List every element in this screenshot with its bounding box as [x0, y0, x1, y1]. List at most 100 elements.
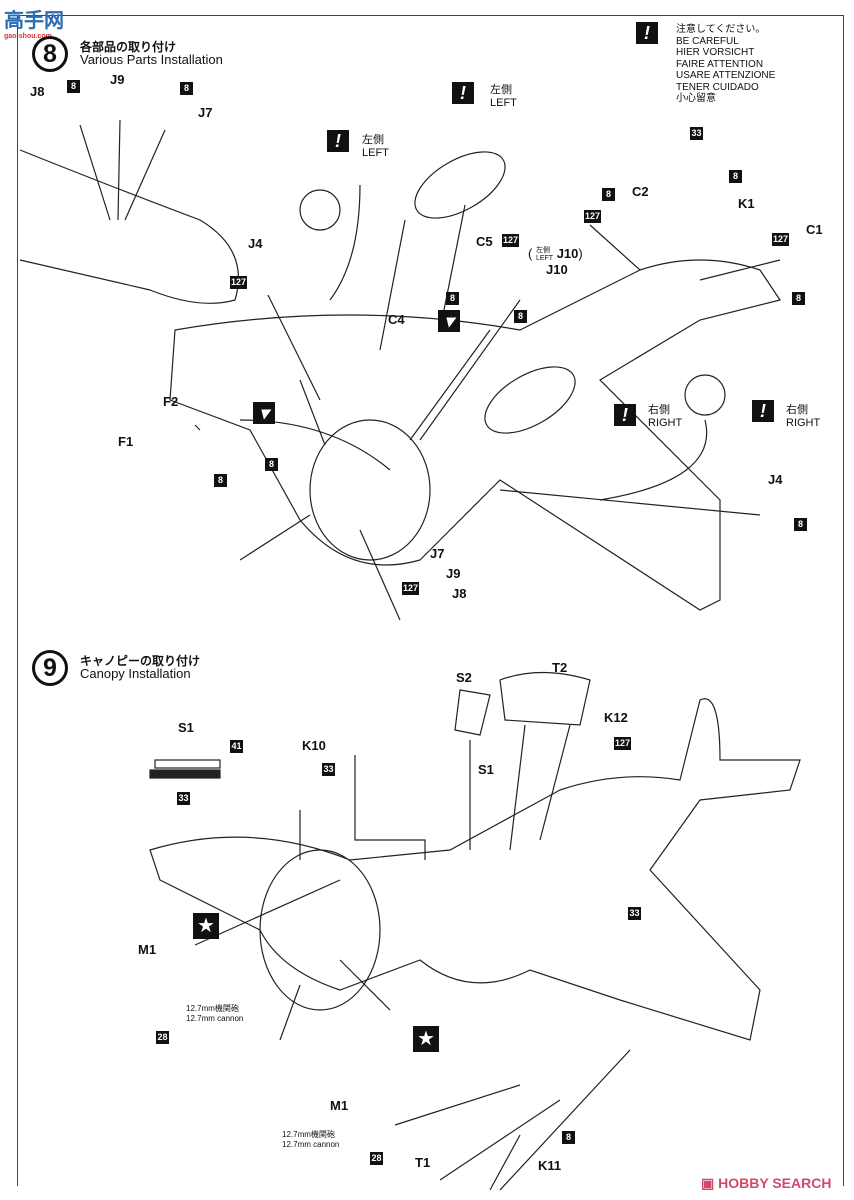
part-label: K1: [738, 196, 755, 211]
side-jp: 左側: [362, 134, 384, 146]
part-label: J4: [248, 236, 263, 251]
step8-aircraft-drawing: [19, 119, 781, 621]
paint-box: 8: [67, 80, 80, 93]
caution-icon: !: [752, 400, 774, 422]
watermark-brand: HOBBY SEARCH: [718, 1175, 832, 1191]
part-label: S1: [178, 720, 194, 735]
cannon-en: 12.7mm cannon: [186, 1014, 244, 1023]
part-label: K11: [538, 1158, 562, 1173]
side-jp: 右側: [648, 404, 670, 416]
part-label: J8: [452, 586, 467, 601]
part-label: M1: [330, 1098, 349, 1113]
decal-star-icon: ★: [193, 913, 219, 939]
caution-line: 小心留意: [676, 93, 716, 104]
paint-box: 8: [602, 188, 615, 201]
step-number: 8: [32, 36, 68, 72]
part-label: T2: [552, 660, 568, 675]
side-jp: 左側: [535, 246, 550, 254]
part-label: S1: [478, 762, 494, 777]
paint-box: 28: [370, 1152, 383, 1165]
caution-icon: !: [636, 22, 658, 44]
part-label: S2: [456, 670, 472, 685]
part-label: C2: [632, 184, 649, 199]
caution-line: USARE ATTENZIONE: [676, 70, 776, 81]
part-label: C4: [388, 312, 405, 327]
side-jp: 左側: [490, 84, 512, 96]
paint-box: 127: [584, 210, 602, 223]
caution-line: TENER CUIDADO: [676, 81, 759, 93]
part-label: J9: [446, 566, 461, 581]
paint-box: 8: [180, 82, 193, 95]
cannon-jp: 12.7mm機関砲: [186, 1004, 239, 1013]
paint-box: 8: [792, 292, 805, 305]
part-label: M1: [138, 942, 157, 957]
part-label: K12: [604, 710, 628, 725]
caution-line: HIER VORSICHT: [676, 47, 755, 58]
caution-icon: !: [327, 130, 349, 152]
hobby-search-icon: ▣: [701, 1175, 719, 1191]
decal-star-icon: ★: [413, 1026, 439, 1052]
caution-icon: !: [614, 404, 636, 426]
side-en: LEFT: [362, 147, 389, 159]
paint-box: 127: [772, 233, 790, 246]
paint-box: 33: [177, 792, 190, 805]
side-en: RIGHT: [648, 417, 683, 429]
cannon-en: 12.7mm cannon: [282, 1140, 340, 1149]
step-title-jp: キャノピーの取り付け: [80, 654, 201, 668]
step9-aircraft-drawing: [149, 671, 801, 1191]
part-label: C1: [806, 222, 823, 237]
part-label: J7: [198, 105, 213, 120]
paint-box: 8: [265, 458, 278, 471]
cannon-jp: 12.7mm機関砲: [282, 1130, 335, 1139]
step-number: 9: [32, 650, 68, 686]
side-en: RIGHT: [786, 417, 821, 429]
page-frame: [17, 15, 844, 1186]
hobby-search-watermark: ▣ HOBBY SEARCH: [698, 1175, 835, 1192]
caution-line: 注意してください。: [676, 24, 766, 35]
step-title-en: Various Parts Installation: [80, 52, 223, 67]
part-label: J4: [768, 472, 783, 487]
side-en: LEFT: [490, 97, 517, 109]
paint-box: 8: [446, 292, 459, 305]
watermark-site: gao-shou.com: [4, 33, 52, 40]
caution-icon: !: [452, 82, 474, 104]
side-en: LEFT: [535, 254, 554, 262]
part-label: C5: [476, 234, 493, 249]
caution-legend: 注意してください。 BE CAREFUL HIER VORSICHT FAIRE…: [676, 24, 775, 105]
part-label: K10: [302, 738, 326, 753]
part-label: J8: [30, 84, 45, 99]
caution-line: BE CAREFUL: [676, 35, 739, 47]
part-label: J7: [430, 546, 445, 561]
step-title-en: Canopy Installation: [80, 666, 191, 681]
part-label: J10: [546, 262, 568, 277]
paint-box: 127: [614, 737, 632, 750]
paint-box: 8: [214, 474, 227, 487]
paint-box: 8: [562, 1131, 575, 1144]
side-jp: 右側: [786, 404, 808, 416]
paint-box: 8: [514, 310, 527, 323]
part-label: J10: [556, 246, 579, 261]
paint-box: 28: [156, 1031, 169, 1044]
caution-line: FAIRE ATTENTION: [676, 58, 764, 70]
paint-box: 33: [628, 907, 641, 920]
part-label: T1: [415, 1155, 431, 1170]
paint-box: 8: [794, 518, 807, 531]
watermark-logo-text: 高手网: [4, 10, 64, 32]
paint-box: 33: [322, 763, 335, 776]
part-label: F1: [118, 434, 134, 449]
glue-icon: ▾: [253, 402, 275, 424]
paint-box: 127: [402, 582, 420, 595]
glue-icon: ▾: [438, 310, 460, 332]
paint-box: 127: [502, 234, 520, 247]
paint-box: 127: [230, 276, 248, 289]
paint-box: 8: [729, 170, 742, 183]
